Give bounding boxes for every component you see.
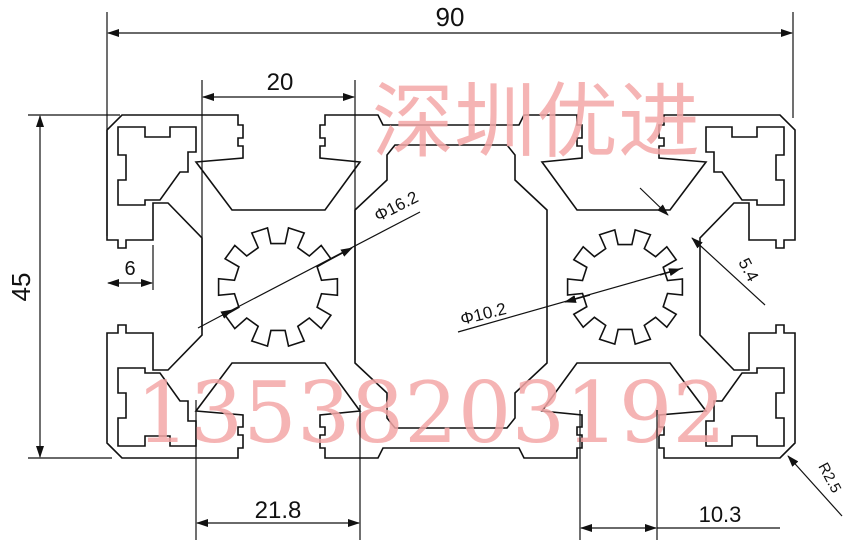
dimension-20: 20 — [201, 69, 356, 360]
core-hole-right — [566, 228, 684, 346]
dim-6-label: 6 — [124, 258, 135, 280]
profile-outline — [106, 114, 796, 459]
dim-45-label: 45 — [6, 273, 36, 302]
dimension-5-4: 5.4 — [639, 187, 766, 306]
dimension-90: 90 — [106, 2, 794, 236]
dimension-45: 45 — [6, 114, 120, 459]
dim-10-3-label: 10.3 — [699, 502, 742, 527]
watermark-phone: 13538203192 — [136, 364, 726, 462]
dim-90-label: 90 — [436, 2, 465, 32]
cavity-top-right — [705, 126, 785, 206]
cavity-bottom-left — [117, 367, 197, 447]
dimension-6: 6 — [107, 245, 154, 290]
dim-21-8-label: 21.8 — [255, 497, 302, 524]
dimension-r2-5: R2.5 — [787, 455, 844, 517]
core-hole-left — [217, 226, 339, 348]
watermark-company: 深圳优进 — [372, 75, 700, 170]
dimension-21-8: 21.8 — [195, 400, 361, 540]
cavity-top-left — [117, 126, 197, 206]
dim-phi16-label: Φ16.2 — [371, 187, 421, 225]
dimension-10-3: 10.3 — [579, 410, 780, 540]
t-slot-cavities — [117, 126, 785, 447]
dim-20-label: 20 — [267, 69, 294, 96]
cavity-bottom-right — [705, 367, 785, 447]
